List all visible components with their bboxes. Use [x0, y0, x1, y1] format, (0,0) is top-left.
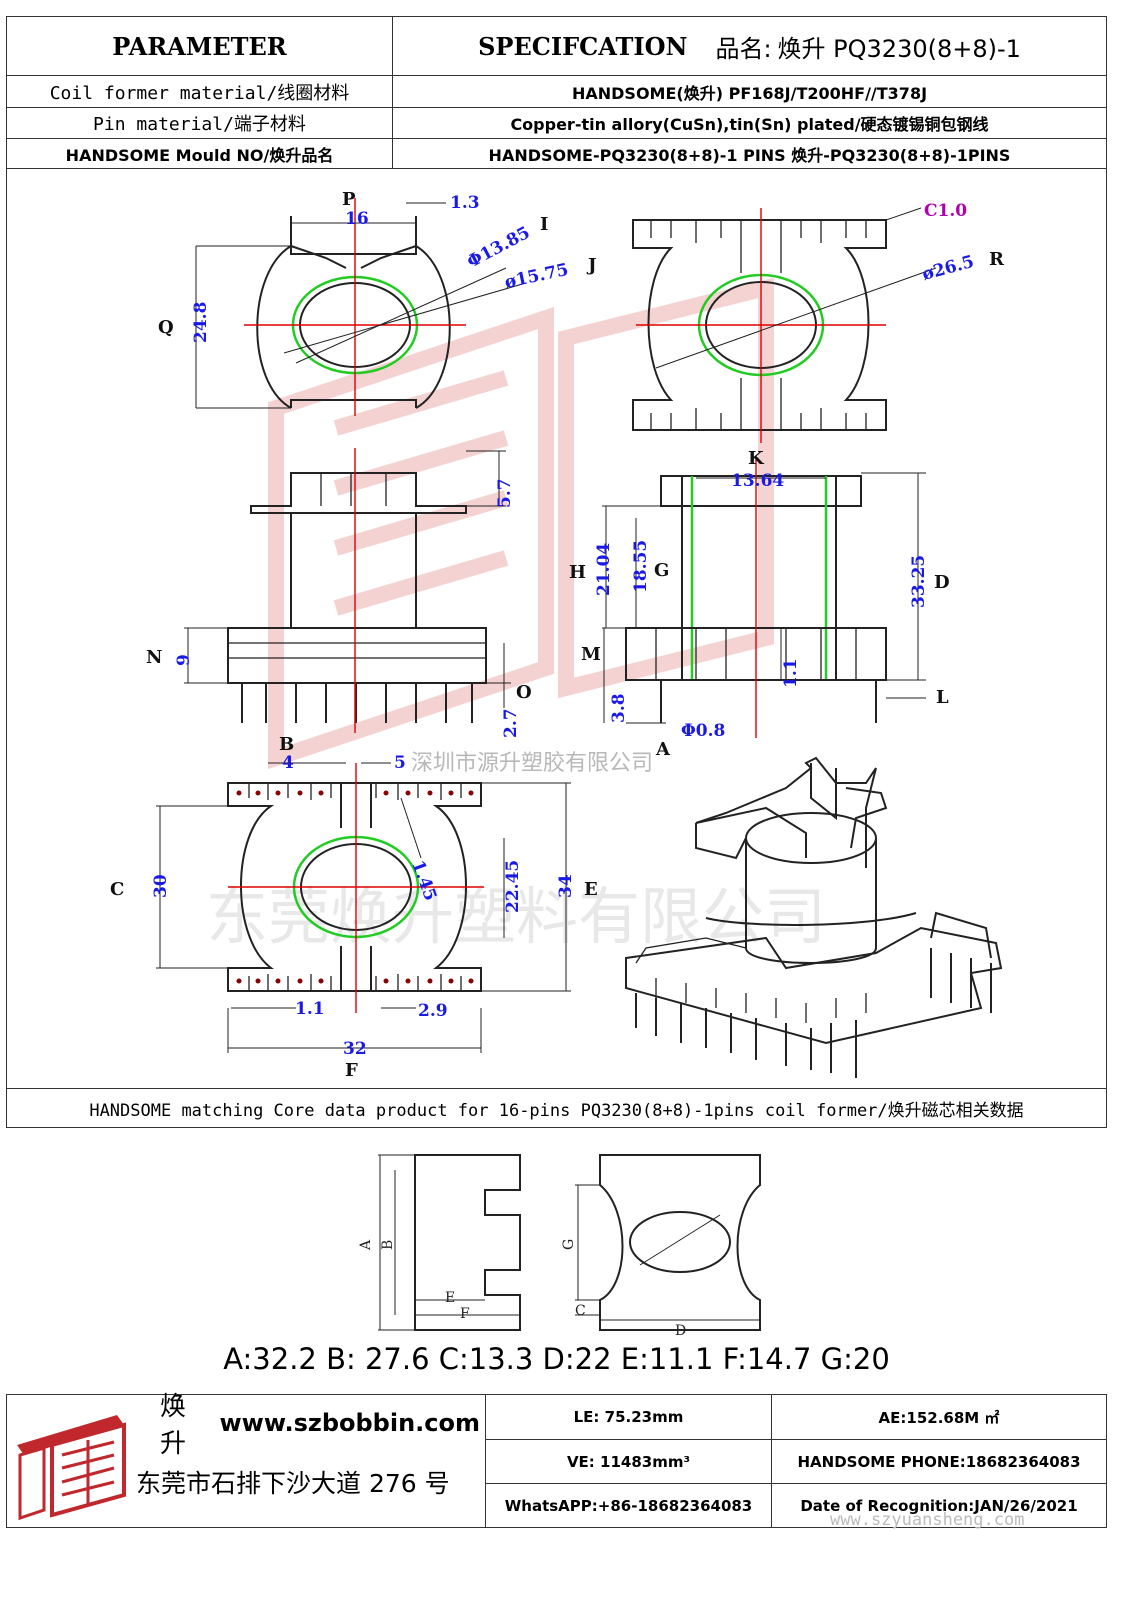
watermark-logo	[268, 277, 774, 770]
core-diagram: .c{fill:none;stroke:#222;stroke-width:2;…	[358, 1154, 761, 1339]
svg-text:ø15.75: ø15.75	[503, 260, 570, 293]
phone-value: HANDSOME PHONE:18682364083	[771, 1439, 1107, 1484]
svg-text:ø26.5: ø26.5	[920, 252, 976, 285]
website-link[interactable]: www.szbobbin.com	[219, 1409, 480, 1437]
svg-text:P: P	[342, 189, 356, 210]
svg-text:F: F	[345, 1060, 358, 1081]
svg-text:Φ0.8: Φ0.8	[681, 721, 725, 741]
recognition-date: Date of Recognition:JAN/26/2021	[771, 1483, 1107, 1528]
ae-value: AE:152.68M ㎡	[771, 1394, 1107, 1440]
svg-text:C: C	[575, 1303, 586, 1319]
core-data-caption: HANDSOME matching Core data product for …	[6, 1088, 1107, 1128]
svg-text:B: B	[279, 734, 294, 755]
svg-text:5: 5	[394, 753, 406, 773]
svg-text:B: B	[380, 1240, 396, 1250]
isometric-pins	[635, 948, 992, 1078]
mould-no-label: HANDSOME Mould NO/焕升品名	[6, 138, 393, 169]
pin-material-label: Pin material/端子材料	[6, 107, 393, 139]
front-view-pins	[241, 683, 473, 723]
coil-former-material-label: Coil former material/线圈材料	[6, 75, 393, 108]
front-view: 5.7 N 9 O 2.7	[146, 448, 532, 738]
svg-text:22.45: 22.45	[503, 860, 523, 913]
svg-text:18.55: 18.55	[631, 540, 651, 593]
mould-no-value: HANDSOME-PQ3230(8+8)-1 PINS 焕升-PQ3230(8+…	[392, 138, 1107, 169]
svg-text:Φ13.85: Φ13.85	[464, 223, 533, 273]
isometric-view	[625, 756, 1003, 1078]
svg-text:R: R	[989, 249, 1005, 270]
svg-text:D: D	[934, 572, 950, 593]
svg-text:3.8: 3.8	[609, 693, 629, 723]
svg-text:G: G	[654, 560, 669, 581]
svg-text:A: A	[655, 739, 671, 760]
svg-text:K: K	[748, 448, 765, 469]
product-name-value: 焕升 PQ3230(8+8)-1	[777, 34, 1021, 63]
coil-former-material-value: HANDSOME(焕升) PF168J/T200HF//T378J	[392, 75, 1107, 108]
top-view-right: C1.0 ø26.5 R	[632, 201, 1005, 443]
footer-brand-line: 焕升 www.szbobbin.com	[160, 1392, 480, 1459]
svg-text:N: N	[146, 647, 162, 668]
le-value: LE: 75.23mm	[485, 1394, 772, 1440]
svg-text:21.04: 21.04	[594, 543, 614, 596]
svg-text:16: 16	[345, 209, 369, 229]
svg-text:C1.0: C1.0	[924, 201, 967, 221]
svg-text:4: 4	[282, 753, 294, 773]
product-name-label: 品名:	[715, 34, 772, 63]
svg-text:F: F	[460, 1306, 470, 1322]
ve-value: VE: 11483mm³	[485, 1439, 772, 1484]
svg-text:30: 30	[151, 874, 171, 898]
svg-text:2.7: 2.7	[501, 708, 521, 738]
watermark-text-large: 东莞焕升塑料有限公司	[206, 880, 826, 953]
watermark-url: www.szyuansheng.com	[830, 1510, 1025, 1530]
parameter-header: PARAMETER	[6, 16, 393, 76]
brand-name: 焕升	[160, 1392, 187, 1459]
bottom-view: B 4 5 C 30 1.45 22.45 34 E 1.1 2.9 32 F	[110, 734, 598, 1081]
whatsapp-value: WhatsAPP:+86-18682364083	[485, 1483, 772, 1528]
svg-text:E: E	[584, 879, 598, 900]
svg-text:M: M	[581, 644, 601, 665]
bottom-view-pin-dots	[236, 790, 474, 984]
company-address: 东莞市石排下沙大道 276 号	[136, 1469, 450, 1498]
svg-text:G: G	[561, 1239, 577, 1250]
watermark-text-small: 深圳市源升塑胶有限公司	[411, 751, 653, 776]
specification-header: SPECIFCATION 品名: 焕升 PQ3230(8+8)-1	[392, 16, 1107, 76]
svg-text:C: C	[110, 879, 124, 900]
side-view: K 13.64 H 21.04 18.55 G D 33.25 M 1.1 L …	[569, 448, 950, 760]
core-values-line: A:32.2 B: 27.6 C:13.3 D:22 E:11.1 F:14.7…	[223, 1342, 890, 1376]
svg-text:A: A	[358, 1239, 374, 1251]
technical-drawing: .o{fill:none;stroke:#222;stroke-width:2;…	[110, 189, 1005, 1081]
svg-text:1.1: 1.1	[295, 999, 325, 1019]
svg-text:33.25: 33.25	[909, 555, 929, 608]
pin-material-value: Copper-tin allory(CuSn),tin(Sn) plated/硬…	[392, 107, 1107, 139]
svg-text:9: 9	[174, 654, 194, 666]
svg-text:5.7: 5.7	[495, 478, 515, 508]
svg-text:32: 32	[343, 1039, 367, 1059]
svg-text:L: L	[936, 687, 949, 708]
svg-text:I: I	[540, 214, 548, 235]
svg-text:D: D	[675, 1323, 686, 1339]
svg-text:1.3: 1.3	[450, 193, 480, 213]
svg-text:Q: Q	[158, 317, 174, 338]
company-logo	[17, 1415, 126, 1521]
svg-text:E: E	[445, 1290, 455, 1306]
svg-text:34: 34	[556, 874, 576, 898]
svg-text:24.8: 24.8	[191, 302, 211, 343]
svg-text:J: J	[586, 255, 597, 276]
svg-text:H: H	[569, 562, 586, 583]
svg-text:O: O	[516, 682, 532, 703]
svg-text:13.64: 13.64	[731, 471, 784, 491]
svg-text:1.1: 1.1	[781, 658, 801, 688]
svg-text:2.9: 2.9	[418, 1001, 448, 1021]
specification-label: SPECIFCATION	[478, 31, 688, 61]
